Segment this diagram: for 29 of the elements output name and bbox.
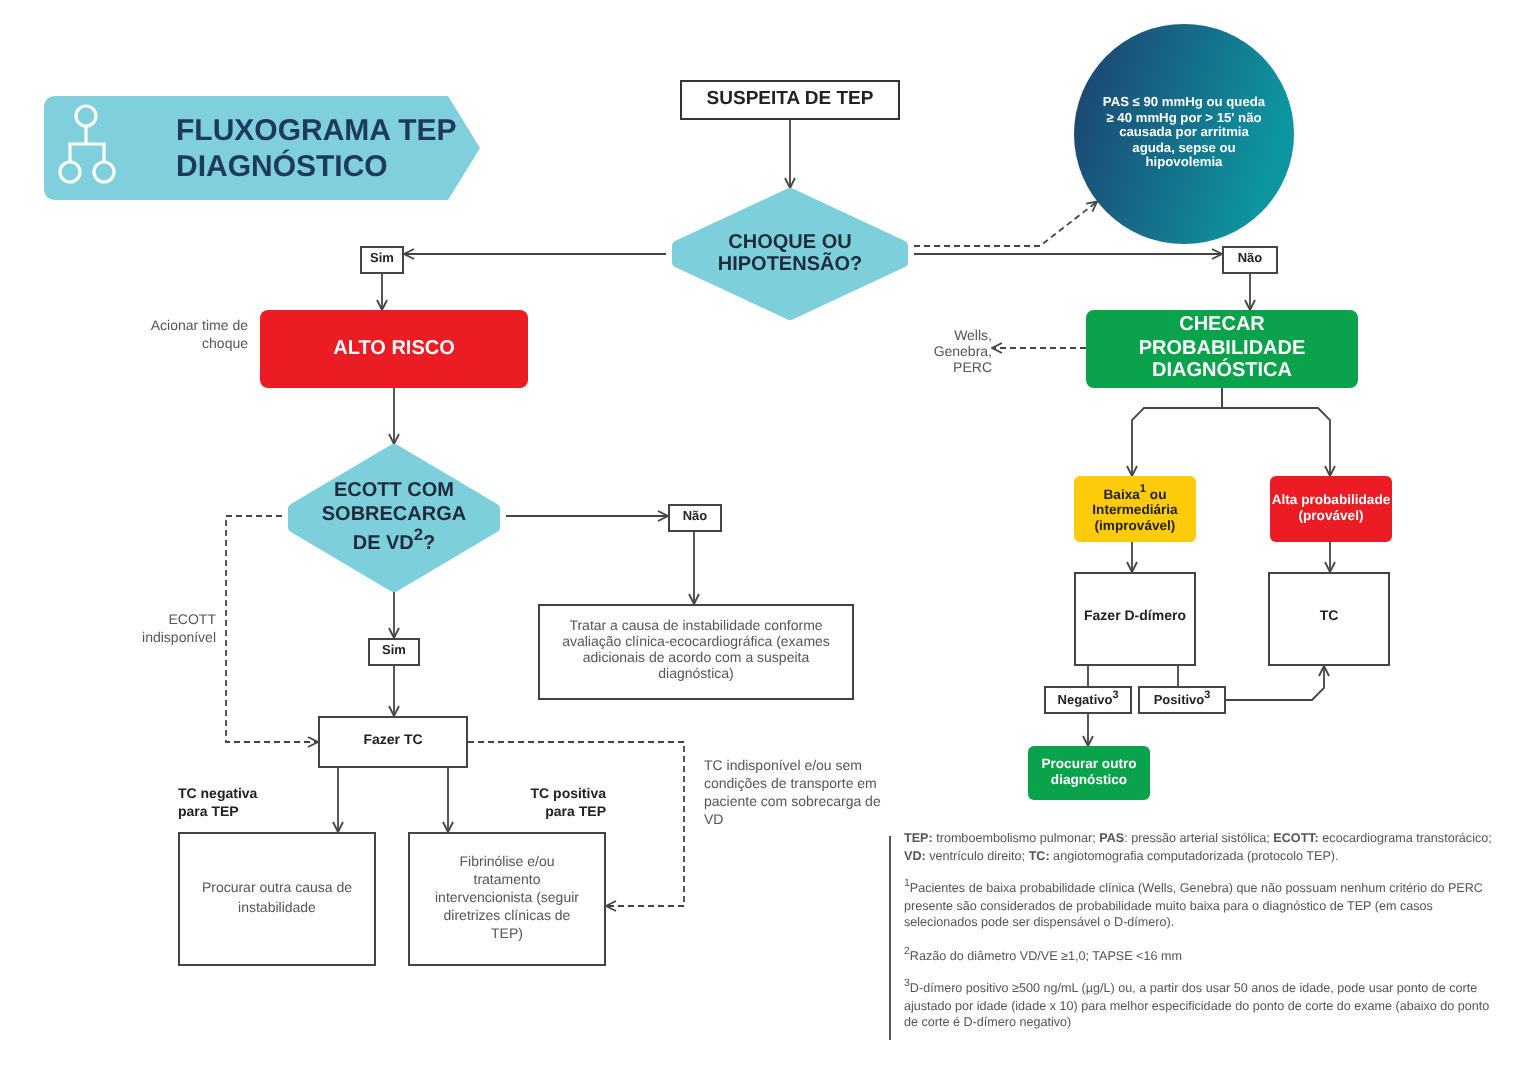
decision-diamond: CHOQUE OU HIPOTENSÃO? [666, 188, 914, 320]
arrow [376, 273, 388, 311]
dashed-arrow [991, 342, 1087, 354]
decision-diamond: ECOTT COM SOBRECARGA DE VD$^{2}$? [282, 444, 506, 592]
arrow [505, 510, 669, 522]
arrow [784, 119, 796, 189]
arrow [388, 387, 400, 445]
dashed-arrow [225, 515, 319, 748]
arrow [332, 767, 344, 833]
risk-box: ALTO RISCO [260, 310, 528, 388]
arrow [1225, 665, 1330, 701]
arrow [1221, 387, 1336, 477]
arrow [1126, 541, 1138, 573]
arrow [388, 665, 400, 717]
arrow [1324, 541, 1336, 573]
process-box: SUSPEITA DE TEP [680, 80, 900, 120]
dashed-arrow [913, 200, 1099, 247]
title: FLUXOGRAMA TEP DIAGNÓSTICO [176, 114, 459, 186]
arrow [442, 767, 454, 833]
connector-line [1177, 665, 1179, 687]
arrow [1244, 273, 1256, 311]
arrow [403, 248, 667, 260]
arrow [913, 248, 1223, 260]
arrow [388, 591, 400, 639]
process-box: CHECAR PROBABILIDADE DIAGNÓSTICA [1086, 310, 1358, 388]
arrow [688, 531, 700, 605]
connector-line [1087, 665, 1089, 687]
arrow [1082, 713, 1094, 747]
dashed-arrow [467, 741, 685, 912]
